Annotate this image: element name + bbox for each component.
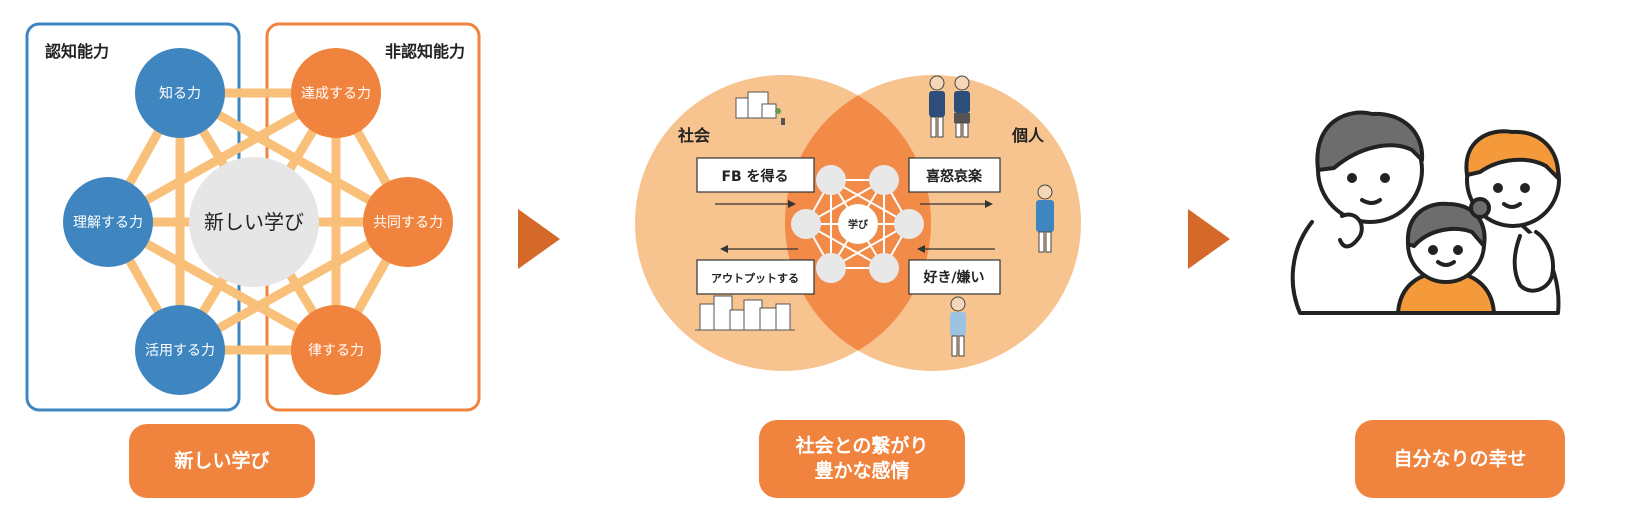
feedback-box	[696, 157, 815, 193]
new-learning-pill-label: 新しい学び	[174, 449, 270, 472]
building-icon	[735, 91, 785, 125]
node-know-label: 知る力	[159, 85, 201, 102]
feedback-label: FB を得る	[721, 168, 788, 185]
middle-panel: 社会 個人 学び	[635, 75, 1081, 371]
adult-left-hair	[1315, 110, 1425, 172]
teacher-icon	[1036, 184, 1054, 253]
node-cooperate	[363, 177, 453, 267]
connection-pill-line1: 社会との繋がり	[795, 435, 929, 457]
adult-right-hands	[1512, 230, 1555, 293]
new-learning-pill: 新しい学び	[129, 424, 315, 498]
center-node-label: 新しい学び	[204, 210, 304, 234]
output-label: アウトプットする	[711, 271, 799, 285]
likes-label: 好き/嫌い	[922, 269, 984, 286]
likes-box	[908, 259, 1001, 295]
city-icon	[695, 295, 795, 331]
node-achieve	[291, 48, 381, 138]
emotions-label: 喜怒哀楽	[926, 168, 983, 185]
center-node	[189, 157, 319, 287]
node-understand	[63, 177, 153, 267]
next-arrow-1	[518, 209, 560, 269]
connection-pill-line2: 豊かな感情	[814, 460, 910, 482]
left-panel: 認知能力 非認知能力 新しい学び 知る力 理解する力 活	[25, 22, 481, 412]
next-arrow-2	[1188, 209, 1230, 269]
adult-left-hand	[1338, 212, 1364, 249]
emotions-box	[908, 157, 1001, 193]
society-label: 社会	[677, 126, 710, 145]
node-achieve-label: 達成する力	[301, 86, 371, 102]
flow-arrows	[715, 200, 995, 253]
node-apply-label: 活用する力	[145, 343, 215, 359]
child-hair-bun	[1469, 197, 1491, 219]
noncognitive-label: 非認知能力	[385, 42, 465, 61]
students-icon	[929, 75, 970, 138]
happiness-pill-label: 自分なりの幸せ	[1393, 447, 1527, 470]
node-apply	[135, 305, 225, 395]
learning-center	[838, 204, 878, 244]
individual-label: 個人	[1011, 126, 1045, 145]
cognitive-label: 認知能力	[45, 42, 109, 61]
happiness-pill: 自分なりの幸せ	[1355, 420, 1565, 498]
overlap-region	[785, 75, 931, 371]
node-discipline	[291, 305, 381, 395]
output-box	[696, 259, 815, 295]
child-hair	[1405, 201, 1487, 248]
learning-nodes	[791, 165, 924, 283]
adult-right-hair	[1464, 129, 1561, 180]
learning-center-label: 学び	[848, 218, 868, 231]
node-discipline-label: 律する力	[308, 343, 364, 359]
node-cooperate-label: 共同する力	[373, 215, 443, 231]
adult-left-body	[1290, 220, 1407, 315]
worker-icon	[950, 296, 966, 357]
connection-pill: 社会との繋がり 豊かな感情	[759, 420, 965, 498]
node-know	[135, 48, 225, 138]
family-illustration	[1290, 110, 1561, 315]
node-understand-label: 理解する力	[73, 215, 143, 231]
